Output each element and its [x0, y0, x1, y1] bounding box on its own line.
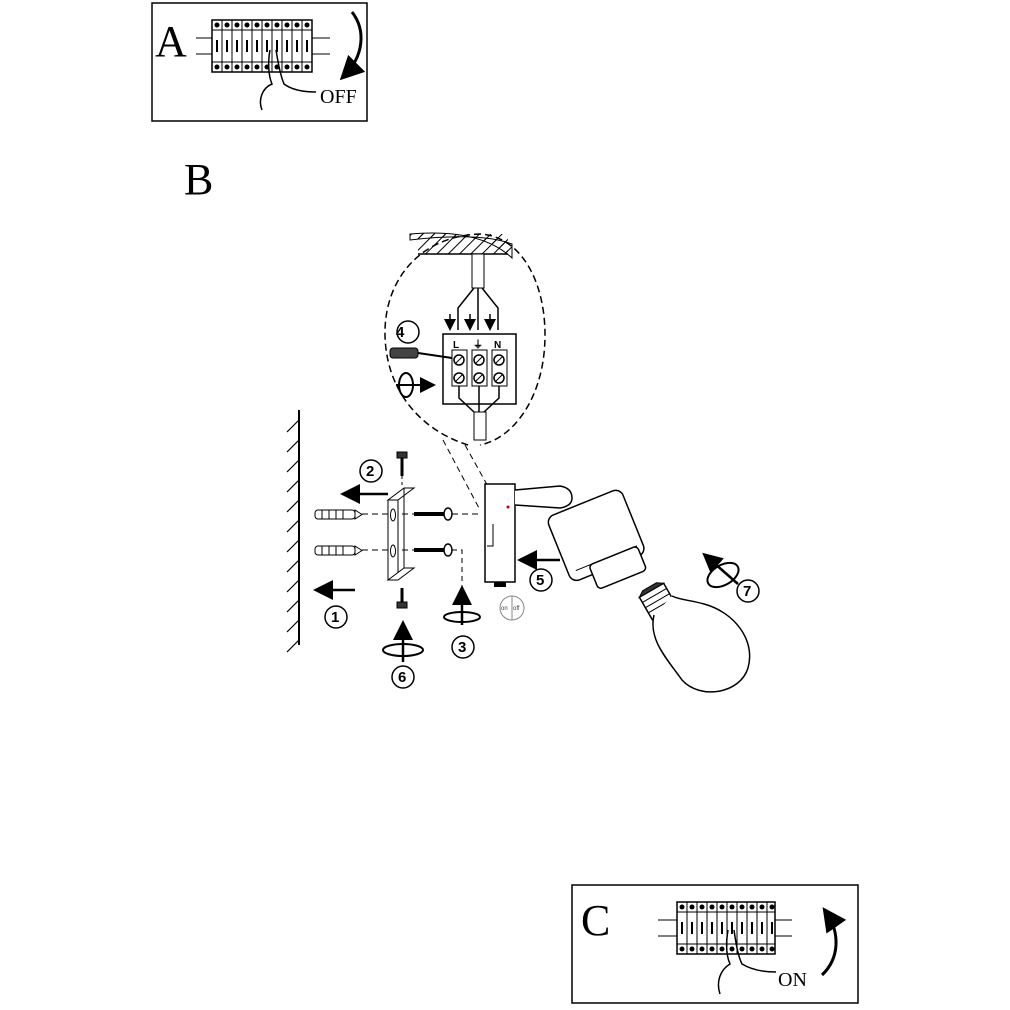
light-bulb-icon — [638, 582, 751, 693]
switch-on-label: ON — [778, 969, 807, 991]
step-1-label: 1 — [331, 609, 339, 626]
on-off-switch-icon[interactable]: on off — [499, 595, 525, 621]
step-5-label: 5 — [536, 572, 544, 589]
switch-on-arrow-icon — [820, 907, 847, 977]
panel-c: C — [571, 884, 859, 1004]
panel-b-letter: B — [184, 155, 213, 204]
rotate-arrow-icon — [706, 561, 740, 589]
hand-icon — [259, 49, 317, 111]
wall-plug-icon — [314, 509, 363, 520]
step-6-label: 6 — [398, 669, 406, 686]
wiring-detail-bubble: L ⏚ N 4 — [384, 232, 546, 446]
switch-on-label: on — [501, 606, 508, 612]
step-2-label: 2 — [366, 463, 374, 480]
panel-a: A — [151, 2, 368, 122]
fixture-base — [484, 483, 516, 587]
wall — [286, 410, 300, 653]
panel-c-letter: C — [581, 896, 610, 945]
breaker-box-icon — [196, 19, 330, 73]
screw-icon — [396, 588, 408, 609]
switch-off-label: off — [513, 606, 520, 612]
screwdriver-icon — [389, 347, 453, 359]
terminal-l-label: L — [453, 340, 459, 351]
screw-icon — [396, 451, 408, 476]
breaker-box-icon — [658, 901, 792, 955]
step-7-label: 7 — [743, 583, 751, 600]
step-3-label: 3 — [458, 639, 466, 656]
screw-icon — [414, 507, 453, 521]
terminal-earth-label: ⏚ — [473, 339, 483, 351]
wall-plug-icon — [314, 545, 363, 556]
switch-off-arrow-icon — [339, 11, 366, 81]
mounting-bracket — [386, 487, 416, 581]
lamp-head — [547, 489, 647, 589]
panel-c-frame — [571, 884, 859, 1004]
fixture-arm — [514, 485, 573, 509]
panel-a-frame — [151, 2, 368, 122]
supply-cable — [471, 253, 485, 289]
hand-icon — [717, 929, 777, 995]
screw-icon — [414, 543, 453, 557]
terminal-n-label: N — [494, 340, 501, 351]
step-4-label: 4 — [396, 324, 405, 341]
panel-a-letter: A — [155, 17, 187, 66]
switch-off-label: OFF — [320, 86, 357, 108]
